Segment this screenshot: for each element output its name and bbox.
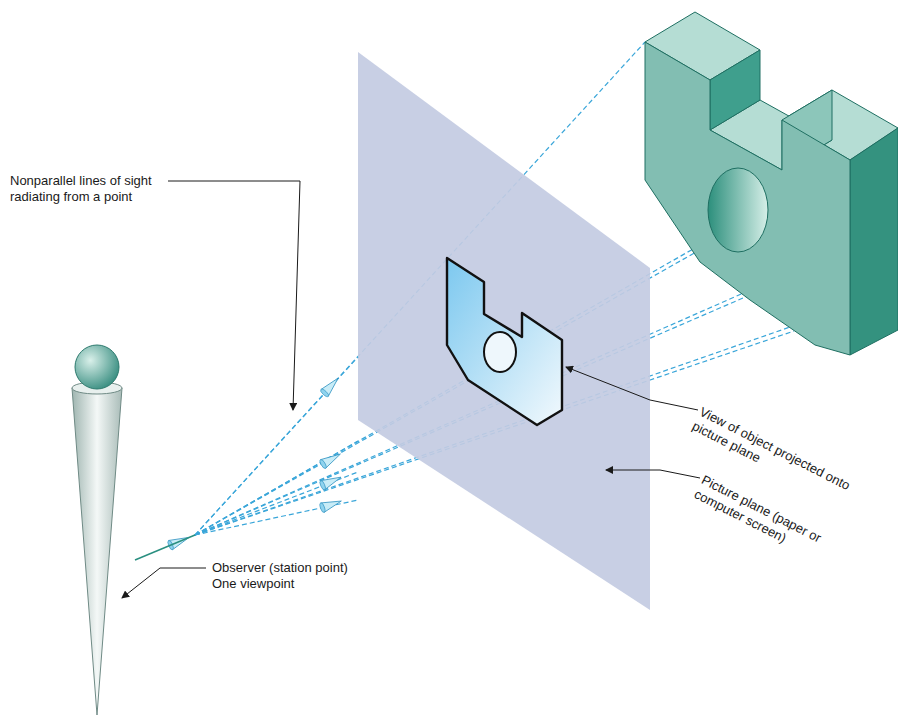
callout-label: Nonparallel lines of sight radiating fro… [10, 173, 168, 205]
sight-cone [319, 459, 327, 470]
object-block [645, 12, 898, 355]
sight-cone [319, 480, 327, 491]
leader-line [122, 181, 700, 598]
picture-plane [358, 52, 650, 610]
sight-cone [320, 388, 330, 398]
callout-label: Observer (station point) One viewpoint [212, 560, 370, 592]
sight-cone [319, 502, 326, 513]
observer-figure [72, 345, 195, 715]
projected-view [447, 258, 562, 425]
line-of-sight-near [195, 357, 358, 535]
